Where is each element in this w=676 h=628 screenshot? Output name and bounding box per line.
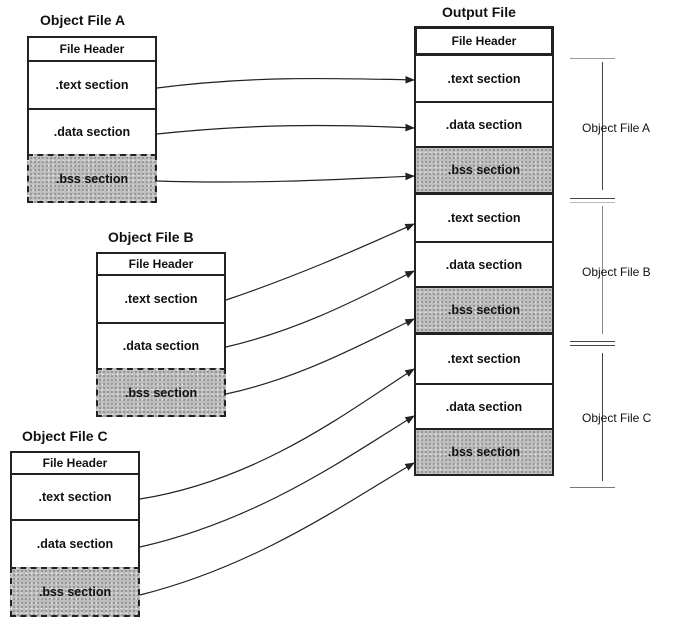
text-section-a: .text section [414, 54, 554, 103]
data-section: .data section [10, 519, 140, 569]
group-divider [570, 202, 615, 203]
bss-section: .bss section [27, 154, 157, 203]
bss-section-c: .bss section [414, 428, 554, 476]
text-section: .text section [27, 60, 157, 110]
arrow-a-bss [156, 172, 415, 183]
bss-section: .bss section [10, 567, 140, 617]
object-file-c-title: Object File C [22, 428, 108, 444]
text-section-b: .text section [414, 193, 554, 243]
data-section-c: .data section [414, 383, 554, 430]
file-header: File Header [414, 26, 554, 56]
group-label-c: Object File C [582, 411, 652, 425]
group-divider [570, 487, 615, 488]
arrow-b-text [225, 223, 415, 301]
group-divider [570, 345, 615, 346]
data-section-b: .data section [414, 241, 554, 288]
group-bracket-c [602, 353, 603, 481]
bss-section-a: .bss section [414, 146, 554, 194]
text-section: .text section [96, 274, 226, 324]
object-file-b-title: Object File B [108, 229, 194, 245]
arrow-a-text [156, 75, 415, 89]
data-section: .data section [27, 108, 157, 156]
object-file-b: File Header .text section .data section … [96, 252, 226, 417]
arrow-c-data [139, 415, 415, 548]
bss-section: .bss section [96, 368, 226, 417]
group-bracket-a [602, 62, 603, 190]
file-header: File Header [96, 252, 226, 276]
group-bracket-b [602, 206, 603, 334]
output-file-title: Output File [442, 4, 516, 20]
arrow-c-bss [139, 462, 415, 596]
group-divider [570, 198, 615, 199]
group-divider [570, 58, 615, 59]
object-file-c: File Header .text section .data section … [10, 451, 140, 617]
arrow-a-data [156, 123, 415, 135]
object-file-a-title: Object File A [40, 12, 126, 28]
text-section-c: .text section [414, 333, 554, 385]
group-label-a: Object File A [582, 121, 651, 135]
text-section: .text section [10, 473, 140, 521]
file-header: File Header [27, 36, 157, 62]
group-divider [570, 341, 615, 342]
output-file: File Header .text section .data section … [414, 26, 554, 476]
data-section-a: .data section [414, 101, 554, 148]
bss-section-b: .bss section [414, 286, 554, 334]
arrow-b-bss [225, 318, 415, 395]
arrow-b-data [225, 270, 415, 348]
object-file-a: File Header .text section .data section … [27, 36, 157, 203]
group-label-b: Object File B [582, 265, 651, 279]
data-section: .data section [96, 322, 226, 370]
file-header: File Header [10, 451, 140, 475]
